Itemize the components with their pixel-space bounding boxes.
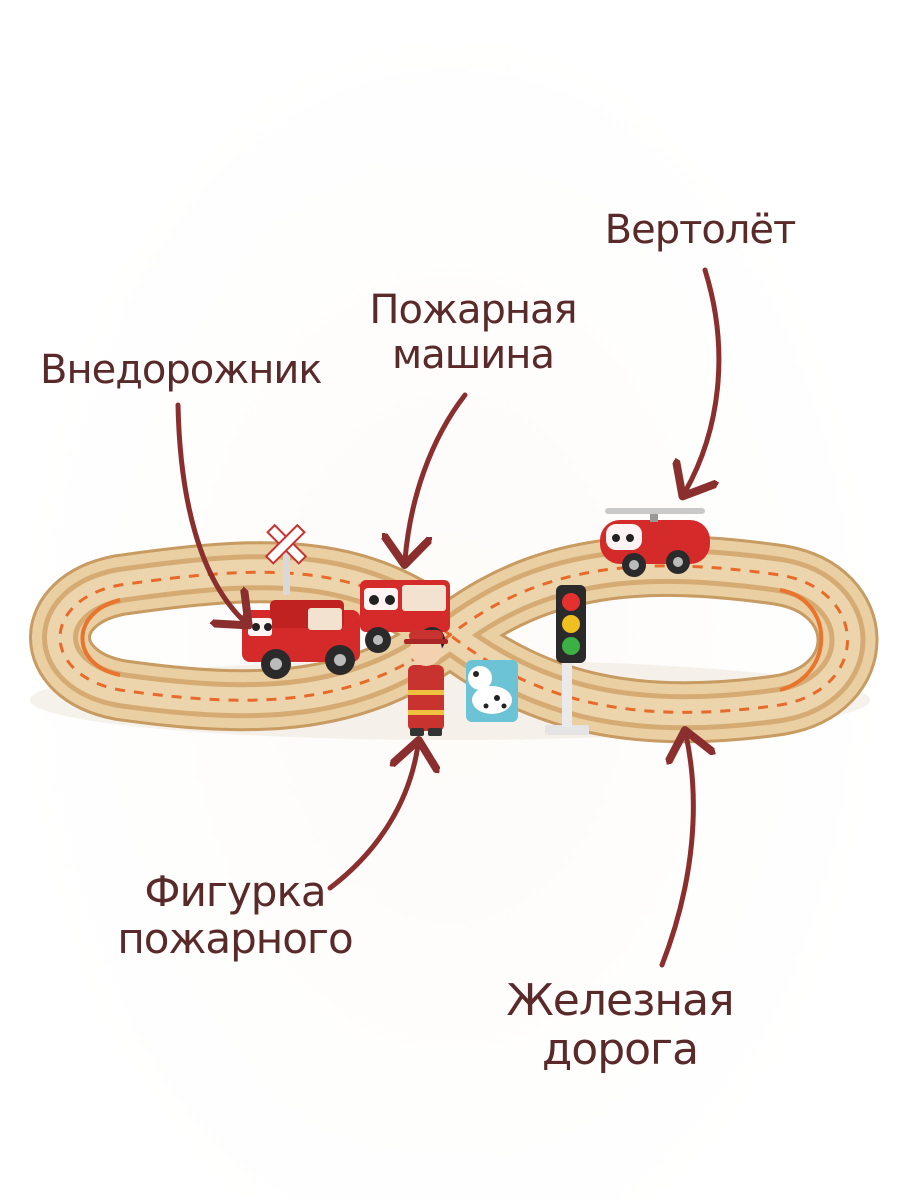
arrow-firefighter: [327, 745, 418, 891]
label-fire-truck-line1: Пожарная: [369, 287, 577, 333]
label-railway-line2: дорога: [541, 1024, 699, 1076]
helicopter: [600, 508, 710, 577]
arrow-helicopter: [685, 267, 722, 492]
label-railway-line1: Железная: [506, 975, 734, 1026]
arrow-railway: [659, 735, 693, 968]
label-helicopter: Вертолёт: [600, 208, 800, 253]
label-firefighter: Фигурка пожарного: [110, 868, 360, 962]
label-suv: Внедорожник: [40, 347, 323, 393]
firefighter-figure: [404, 630, 448, 736]
traffic-light: [545, 585, 589, 735]
label-helicopter-line1: Вертолёт: [604, 207, 797, 253]
arrow-suv: [175, 402, 245, 622]
label-suv-line1: Внедорожник: [40, 347, 323, 393]
label-fire-truck: Пожарная машина: [368, 288, 578, 378]
figure-eight-track: [29, 534, 879, 744]
dalmatian-dog-figure: [466, 660, 518, 722]
label-fire-truck-line2: машина: [392, 331, 555, 378]
railroad-crossing-sign: [264, 523, 308, 595]
label-firefighter-line2: пожарного: [117, 914, 353, 964]
suv-vehicle: [242, 600, 360, 679]
arrow-fire-truck: [405, 392, 468, 560]
label-firefighter-line1: Фигурка: [144, 867, 326, 916]
label-railway: Железная дорога: [500, 976, 740, 1075]
